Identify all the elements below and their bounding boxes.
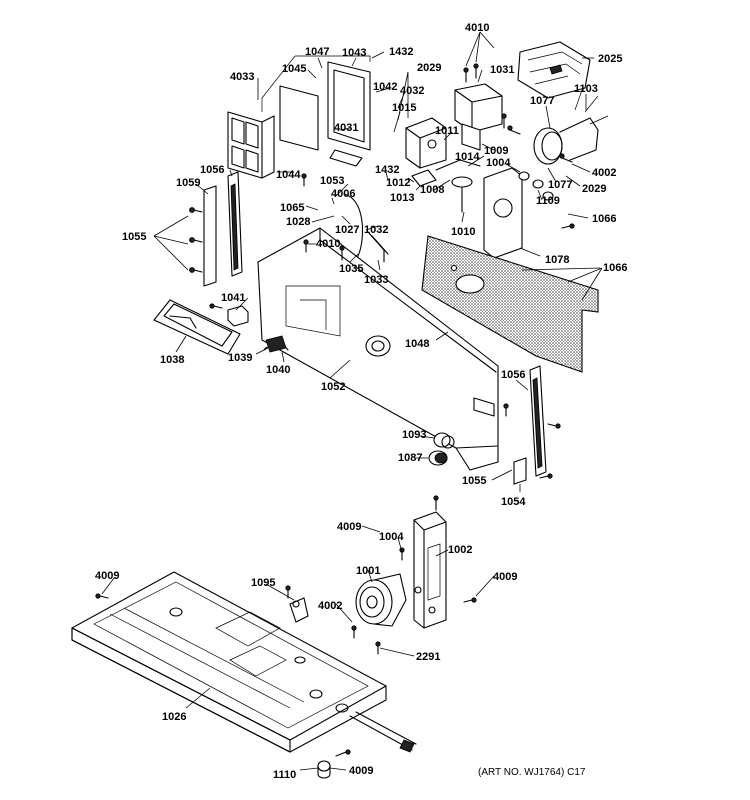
label-1066-right: 1066 — [592, 213, 616, 225]
label-1004-bottom: 1004 — [379, 531, 404, 543]
label-1040: 1040 — [266, 364, 290, 376]
label-1028: 1028 — [286, 216, 310, 228]
label-1065: 1065 — [280, 202, 304, 214]
magnetron-1031 — [454, 83, 503, 151]
label-4033: 4033 — [230, 71, 254, 83]
label-1012: 1012 — [386, 177, 410, 189]
label-1059: 1059 — [176, 177, 200, 189]
label-2025: 2025 — [598, 53, 622, 65]
leader-lines — [101, 31, 603, 771]
label-1077-bottom: 1077 — [548, 179, 572, 191]
label-4009-bottom: 4009 — [349, 765, 373, 777]
label-1066-mesh: 1066 — [603, 262, 627, 274]
label-1047: 1047 — [305, 46, 329, 58]
label-2291: 2291 — [416, 651, 440, 663]
label-1033: 1033 — [364, 274, 388, 286]
part-labels: 1047 1043 1432 1045 4033 1042 2029 4032 … — [95, 22, 627, 781]
label-4002-bottom: 4002 — [318, 600, 342, 612]
label-4002-top: 4002 — [592, 167, 616, 179]
label-1432-mid: 1432 — [375, 164, 399, 176]
charcoal-filter-4033 — [227, 111, 275, 179]
label-1055-left: 1055 — [122, 231, 146, 243]
art-number: (ART NO. WJ1764) C17 — [478, 767, 586, 778]
label-1014: 1014 — [455, 151, 480, 163]
label-1043: 1043 — [342, 47, 366, 59]
drive-motor-1001 — [355, 573, 407, 627]
label-1027: 1027 — [335, 224, 359, 236]
label-4010-top: 4010 — [465, 22, 489, 34]
label-1109: 1109 — [536, 195, 560, 207]
label-4032: 4032 — [400, 85, 424, 97]
label-1087: 1087 — [398, 452, 422, 464]
washers-1004-1109 — [518, 171, 554, 201]
bottom-plate-1026 — [71, 571, 417, 753]
label-4009-right: 4009 — [493, 571, 517, 583]
label-1038: 1038 — [160, 354, 184, 366]
label-1039: 1039 — [228, 352, 252, 364]
switch-1095 — [289, 597, 309, 623]
label-1013: 1013 — [390, 192, 414, 204]
label-1026: 1026 — [162, 711, 186, 723]
label-1055-right: 1055 — [462, 475, 486, 487]
label-1432-top: 1432 — [389, 46, 413, 58]
switch-1041 — [227, 305, 249, 327]
filter-panels-1043 — [261, 55, 371, 167]
label-1035: 1035 — [339, 263, 363, 275]
bracket-1002 — [413, 511, 447, 629]
mounting-plate-1052 — [257, 227, 499, 471]
label-1009: 1009 — [484, 145, 508, 157]
label-1052: 1052 — [321, 381, 345, 393]
label-1103: 1103 — [574, 83, 598, 95]
label-4009-left: 4009 — [95, 570, 119, 582]
label-1015: 1015 — [392, 102, 416, 114]
mesh-shield-1078 — [421, 235, 599, 373]
label-1010: 1010 — [451, 226, 475, 238]
label-1056-left: 1056 — [200, 164, 224, 176]
label-1110: 1110 — [273, 769, 296, 781]
label-1042: 1042 — [373, 81, 397, 93]
stirrer-1008 — [435, 159, 481, 213]
spring-1040 — [263, 335, 289, 353]
label-1032: 1032 — [364, 224, 388, 236]
duct-1013 — [411, 169, 437, 187]
label-4006: 4006 — [331, 188, 355, 200]
grille-insert-2025 — [517, 41, 591, 99]
side-rail-1056-right — [513, 365, 547, 485]
side-rail-1056-left — [203, 171, 243, 287]
tray-1038 — [153, 299, 241, 355]
motor-bracket-1009 — [483, 167, 523, 259]
label-1078: 1078 — [545, 254, 569, 266]
knob-1093 — [433, 432, 455, 449]
fan-motor-1077 — [533, 89, 609, 165]
label-1045: 1045 — [282, 63, 306, 75]
label-1054: 1054 — [501, 496, 526, 508]
label-1004-top: 1004 — [486, 157, 511, 169]
label-4010-mid: 4010 — [316, 238, 340, 250]
foot-1110 — [317, 760, 331, 779]
label-1008: 1008 — [420, 184, 444, 196]
label-4009-mid: 4009 — [337, 521, 361, 533]
label-1095: 1095 — [251, 577, 275, 589]
label-1001: 1001 — [356, 565, 380, 577]
label-2029-top: 2029 — [417, 62, 441, 74]
label-4031: 4031 — [334, 122, 358, 134]
label-1031: 1031 — [490, 64, 514, 76]
label-1093: 1093 — [402, 429, 426, 441]
label-1056-right: 1056 — [501, 369, 525, 381]
knob-1087 — [428, 450, 448, 466]
label-2029-bottom: 2029 — [582, 183, 606, 195]
label-1077-top: 1077 — [530, 95, 554, 107]
thermal-cutout-1015 — [405, 117, 447, 169]
label-1002: 1002 — [448, 544, 472, 556]
label-1053: 1053 — [320, 175, 344, 187]
label-1011: 1011 — [435, 125, 459, 137]
label-1048: 1048 — [405, 338, 429, 350]
label-1044: 1044 — [276, 169, 301, 181]
label-1041: 1041 — [221, 292, 245, 304]
